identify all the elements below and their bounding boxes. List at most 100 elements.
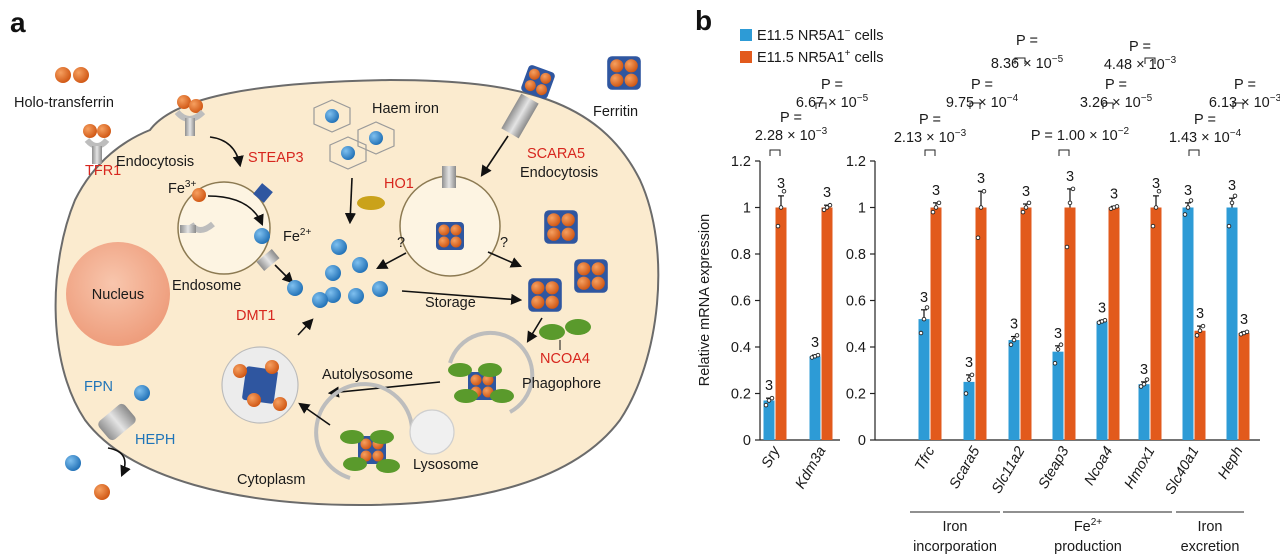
bar-steap3-pos [1064, 207, 1076, 440]
steap3-icon [253, 183, 273, 203]
legend-swatch-nr5a1-pos [740, 51, 752, 63]
significance-bracket [1232, 102, 1244, 109]
y-tick-label: 1.2 [846, 154, 866, 170]
bar-scara5-neg [963, 381, 975, 440]
export-arrow [107, 447, 131, 478]
p-value-sry: P =2.28 × 10−3 [755, 110, 828, 156]
exported-ion-blue [65, 455, 81, 471]
data-point [1185, 205, 1191, 210]
data-point [1114, 204, 1120, 209]
x-tick-label-ncoa4: Ncoa4 [1082, 444, 1117, 488]
endocytosis-left-label: Endocytosis [116, 154, 194, 170]
scara5-endocytosis-arrow [480, 135, 509, 177]
data-point [1067, 200, 1073, 206]
n-label: 3 [1098, 300, 1106, 316]
data-point [1014, 333, 1020, 338]
data-point [918, 330, 924, 336]
y-tick-label: 0 [858, 433, 866, 449]
significance-bracket [924, 149, 936, 156]
n-label: 3 [777, 176, 785, 192]
data-point [1008, 342, 1014, 347]
p-value-slc11a2: P =8.36 × 10−5 [991, 33, 1064, 72]
data-point [1244, 329, 1250, 335]
dmt1-transporter-icon [256, 248, 280, 272]
steap3-label: STEAP3 [248, 150, 304, 166]
holo-transferrin-label: Holo-transferrin [14, 95, 114, 111]
significance-bracket [969, 102, 981, 109]
x-tick-label-heph: Heph [1215, 444, 1246, 482]
holo-transferrin-icon [55, 67, 89, 83]
p-value-line-2: 2.13 × 10−3 [894, 128, 967, 146]
ferritin-in-vesicle-icon [436, 222, 464, 250]
cytoplasm-label: Cytoplasm [237, 472, 306, 488]
fe2-ion [254, 228, 270, 244]
legend-label-nr5a1-neg: E11.5 NR5A1− cells [757, 26, 883, 44]
n-label: 3 [977, 171, 985, 187]
exported-fe2-ion [134, 385, 150, 401]
tfr1-receptor-icon [83, 124, 111, 164]
data-point [963, 391, 969, 396]
labile-iron-pool [287, 239, 388, 308]
bar-heph-pos [1238, 333, 1250, 440]
bar-kdm3a-pos [821, 207, 833, 440]
p-value-line-2: 2.28 × 10−3 [755, 126, 828, 144]
n-label: 3 [1140, 362, 1148, 378]
stored-ferritin-icon-3 [528, 278, 562, 312]
bar-sry-neg [763, 400, 775, 440]
data-point [1232, 193, 1238, 199]
n-label: 3 [1022, 184, 1030, 200]
bar-slc40a1-pos [1194, 330, 1206, 440]
p-value-annotations: P =2.28 × 10−3P =6.67 × 10−5P =2.13 × 10… [755, 33, 1280, 156]
p-value-scara5: P =9.75 × 10−4 [946, 77, 1019, 111]
p-value-line-2: 6.13 × 10−3 [1209, 93, 1280, 111]
group-label-line-1: Iron [943, 519, 968, 535]
data-point [1141, 381, 1147, 387]
p-value-line-2: 9.75 × 10−4 [946, 93, 1019, 111]
data-point [1064, 244, 1070, 250]
bar-steap3-neg [1052, 351, 1064, 440]
phagophore-label: Phagophore [522, 376, 601, 392]
legend-swatch-nr5a1-neg [740, 29, 752, 41]
n-label: 3 [1184, 183, 1192, 199]
p-value-line-1: P = [919, 112, 941, 128]
x-tick-label-slc11a2: Slc11a2 [989, 444, 1029, 496]
data-point [1156, 188, 1162, 194]
x-tick-label-slc40a1: Slc40a1 [1162, 444, 1202, 497]
data-point [1188, 198, 1194, 203]
data-point [1138, 384, 1144, 389]
endocytosis-receptor-icon [174, 95, 206, 136]
phagophore-icon [448, 330, 535, 414]
p-value-line-2: 8.36 × 10−5 [991, 54, 1064, 72]
group-label-line-2: incorporation [913, 539, 997, 555]
data-point [978, 205, 984, 210]
p-value-line-2: 4.48 × 10−3 [1104, 55, 1177, 73]
n-label: 3 [1228, 178, 1236, 194]
group-label-line-1: Fe2+ [1074, 517, 1102, 535]
release-arrow [376, 252, 407, 270]
dmt1-arrow [274, 264, 294, 284]
data-point [921, 316, 927, 322]
y-tick-label: 0.2 [731, 387, 751, 403]
panel-a-diagram: a Nucleus Holo-transferrin TFR1 Endocyto… [10, 7, 660, 507]
n-label: 3 [1110, 186, 1118, 202]
data-point [1200, 323, 1206, 329]
bar-heph-neg [1226, 207, 1238, 440]
bar-slc11a2-pos [1020, 207, 1032, 440]
endocytosis-right-label: Endocytosis [520, 165, 598, 181]
ncoa4-icon-2 [565, 319, 591, 335]
ncoa4-arrow [526, 317, 543, 343]
p-value-heph: P =6.13 × 10−3 [1209, 77, 1280, 111]
storage-label: Storage [425, 295, 476, 311]
heph-label: HEPH [135, 432, 175, 448]
x-tick-label-sry: Sry [759, 443, 784, 470]
group-label-line-2: production [1054, 539, 1122, 555]
data-point [1102, 318, 1108, 323]
bar-ncoa4-pos [1108, 207, 1120, 440]
data-point [1052, 361, 1058, 366]
n-label: 3 [1240, 312, 1248, 328]
p-value-tfrc: P =2.13 × 10−3 [894, 112, 967, 156]
y-tick-label: 0 [743, 433, 751, 449]
data-point [1153, 205, 1159, 210]
nucleus [66, 242, 170, 346]
panel-b-chart: b E11.5 NR5A1− cells E11.5 NR5A1+ cells … [695, 5, 1280, 555]
